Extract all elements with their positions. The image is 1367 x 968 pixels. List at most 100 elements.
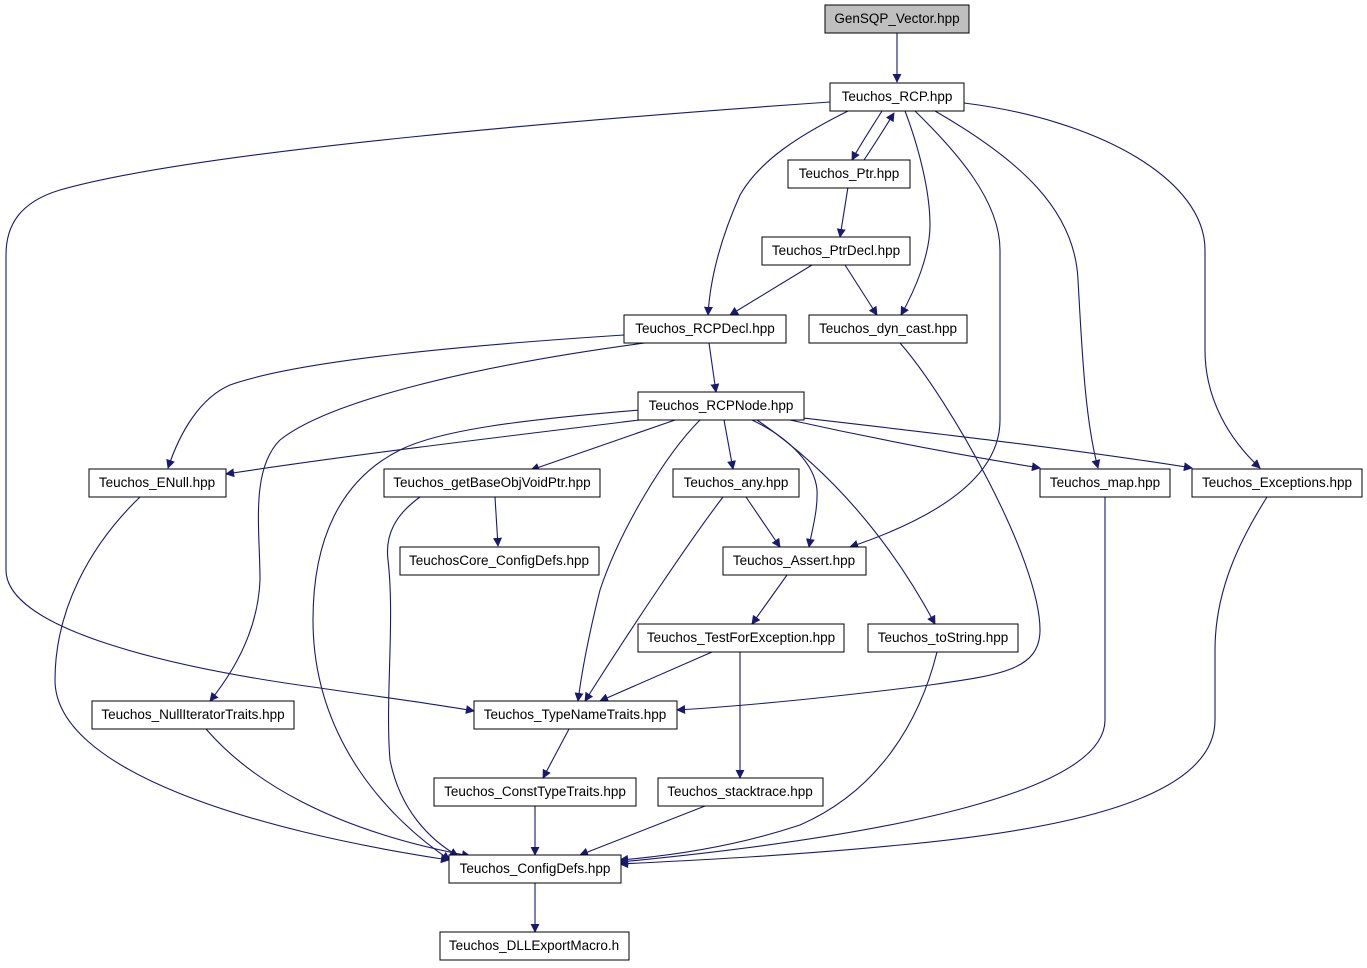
- edge-rcpnode-any: [723, 419, 736, 470]
- edge-rcpdecl-rcpnode: [708, 342, 720, 393]
- node-teuchos-dyn-cast[interactable]: Teuchos_dyn_cast.hpp: [808, 314, 968, 344]
- node-gensqp-vector: GenSQP_Vector.hpp: [824, 4, 970, 34]
- edge-rcp-exceptions: [963, 102, 1261, 469]
- node-box: [808, 314, 968, 344]
- node-label: Teuchos_RCP.hpp: [842, 89, 953, 104]
- node-teuchos-dllexportmacro[interactable]: Teuchos_DLLExportMacro.h: [439, 931, 630, 961]
- node-teuchos-consttypetraits[interactable]: Teuchos_ConstTypeTraits.hpp: [433, 777, 637, 807]
- edge-map-configdefs: [619, 497, 1106, 866]
- node-box: [637, 391, 805, 421]
- edge-rcpdecl-nulliter: [209, 342, 646, 702]
- node-teuchos-enull[interactable]: Teuchos_ENull.hpp: [88, 468, 227, 498]
- node-box: [1191, 468, 1363, 498]
- node-box: [433, 777, 637, 807]
- node-box: [722, 546, 867, 576]
- node-teuchos-testforexception[interactable]: Teuchos_TestForException.hpp: [637, 623, 845, 653]
- node-box: [824, 4, 970, 34]
- edge-rcpnode-getbase: [530, 419, 676, 472]
- edge-getbase-configdefs: [386, 496, 459, 857]
- node-box: [473, 700, 678, 730]
- edge-dyncast-typename: [676, 342, 1041, 715]
- edge-exceptions-configdefs: [619, 496, 1268, 869]
- node-label: GenSQP_Vector.hpp: [834, 11, 959, 26]
- node-box: [383, 468, 601, 498]
- edge-any-assert: [745, 496, 781, 548]
- node-label: Teuchos_any.hpp: [684, 475, 789, 490]
- edge-rcpnode-configdefs: [312, 409, 641, 861]
- node-teuchos-typenametraits[interactable]: Teuchos_TypeNameTraits.hpp: [473, 700, 678, 730]
- node-box: [867, 623, 1019, 653]
- node-label: Teuchos_DLLExportMacro.h: [449, 938, 619, 953]
- node-box: [672, 468, 800, 498]
- edge-rcp-map: [934, 110, 1101, 469]
- node-box: [657, 777, 824, 807]
- edge-rcpnode-exceptions: [802, 417, 1193, 472]
- node-label: Teuchos_RCPNode.hpp: [649, 398, 794, 413]
- node-teuchos-rcpdecl[interactable]: Teuchos_RCPDecl.hpp: [623, 314, 787, 344]
- edge-rcpnode-tostring: [756, 419, 936, 625]
- edge-stacktrace-configdefs: [579, 805, 706, 857]
- node-teuchos-exceptions[interactable]: Teuchos_Exceptions.hpp: [1191, 468, 1363, 498]
- node-label: Teuchos_toString.hpp: [878, 630, 1009, 645]
- edges: [5, 33, 1268, 933]
- edge-rcp-rcpdecl: [703, 110, 849, 316]
- edge-rcpnode-typename: [574, 419, 701, 702]
- nodes: GenSQP_Vector.hpp Teuchos_RCP.hpp Teucho…: [88, 4, 1363, 961]
- edge-nulliter-configdefs: [205, 728, 471, 859]
- node-label: Teuchos_RCPDecl.hpp: [635, 321, 775, 336]
- node-label: Teuchos_getBaseObjVoidPtr.hpp: [393, 475, 590, 490]
- node-teuchos-map[interactable]: Teuchos_map.hpp: [1039, 468, 1171, 498]
- node-teuchos-tostring[interactable]: Teuchos_toString.hpp: [867, 623, 1019, 653]
- edge-ptrdecl-rcpdecl: [729, 264, 813, 316]
- node-teuchos-nulliteratortraits[interactable]: Teuchos_NullIteratorTraits.hpp: [91, 700, 295, 730]
- node-teuchoscore-configdefs[interactable]: TeuchosCore_ConfigDefs.hpp: [399, 546, 600, 576]
- node-teuchos-getbaseobjvoidptr[interactable]: Teuchos_getBaseObjVoidPtr.hpp: [383, 468, 601, 498]
- node-label: Teuchos_PtrDecl.hpp: [772, 243, 900, 258]
- node-box: [88, 468, 227, 498]
- node-teuchos-stacktrace[interactable]: Teuchos_stacktrace.hpp: [657, 777, 824, 807]
- node-box: [761, 236, 911, 266]
- edge-tostring-configdefs: [619, 651, 938, 864]
- edge-assert-testforexc: [751, 574, 788, 625]
- edge-enull-configdefs: [54, 496, 450, 864]
- node-label: Teuchos_ConstTypeTraits.hpp: [444, 784, 626, 799]
- node-box: [623, 314, 787, 344]
- edge-ptr-rcp: [863, 112, 895, 161]
- node-box: [91, 700, 295, 730]
- node-box: [1039, 468, 1171, 498]
- node-label: Teuchos_NullIteratorTraits.hpp: [101, 707, 284, 722]
- edge-testforexc-typename: [599, 651, 713, 702]
- edge-getbase-coreconfig: [493, 496, 502, 547]
- edge-rcpdecl-enull: [166, 334, 625, 469]
- node-label: Teuchos_Exceptions.hpp: [1202, 475, 1352, 490]
- node-box: [637, 623, 845, 653]
- node-teuchos-rcp[interactable]: Teuchos_RCP.hpp: [829, 82, 965, 112]
- node-label: Teuchos_TestForException.hpp: [647, 630, 835, 645]
- edge-rcp-assert: [849, 110, 1001, 549]
- node-label: TeuchosCore_ConfigDefs.hpp: [409, 553, 589, 568]
- node-teuchos-any[interactable]: Teuchos_any.hpp: [672, 468, 800, 498]
- node-box: [787, 159, 911, 189]
- node-label: Teuchos_ENull.hpp: [99, 475, 215, 490]
- edge-ptr-ptrdecl: [836, 186, 849, 238]
- node-label: Teuchos_ConfigDefs.hpp: [460, 861, 611, 876]
- edge-rcp-ptr: [851, 110, 883, 161]
- node-teuchos-rcpnode[interactable]: Teuchos_RCPNode.hpp: [637, 391, 805, 421]
- node-label: Teuchos_map.hpp: [1050, 475, 1160, 490]
- edge-rcp-dyncast: [900, 110, 931, 316]
- node-teuchos-configdefs[interactable]: Teuchos_ConfigDefs.hpp: [448, 854, 622, 884]
- node-box: [399, 546, 600, 576]
- node-box: [439, 931, 630, 961]
- node-label: Teuchos_dyn_cast.hpp: [819, 321, 957, 336]
- node-teuchos-assert[interactable]: Teuchos_Assert.hpp: [722, 546, 867, 576]
- node-label: Teuchos_stacktrace.hpp: [667, 784, 813, 799]
- edge-ptrdecl-dyncast: [844, 264, 878, 316]
- node-teuchos-ptrdecl[interactable]: Teuchos_PtrDecl.hpp: [761, 236, 911, 266]
- node-box: [448, 854, 622, 884]
- node-label: Teuchos_TypeNameTraits.hpp: [484, 707, 667, 722]
- edge-rcp-typename: [5, 101, 831, 714]
- node-label: Teuchos_Assert.hpp: [733, 553, 855, 568]
- edge-rcpnode-enull: [225, 419, 641, 478]
- node-teuchos-ptr[interactable]: Teuchos_Ptr.hpp: [787, 159, 911, 189]
